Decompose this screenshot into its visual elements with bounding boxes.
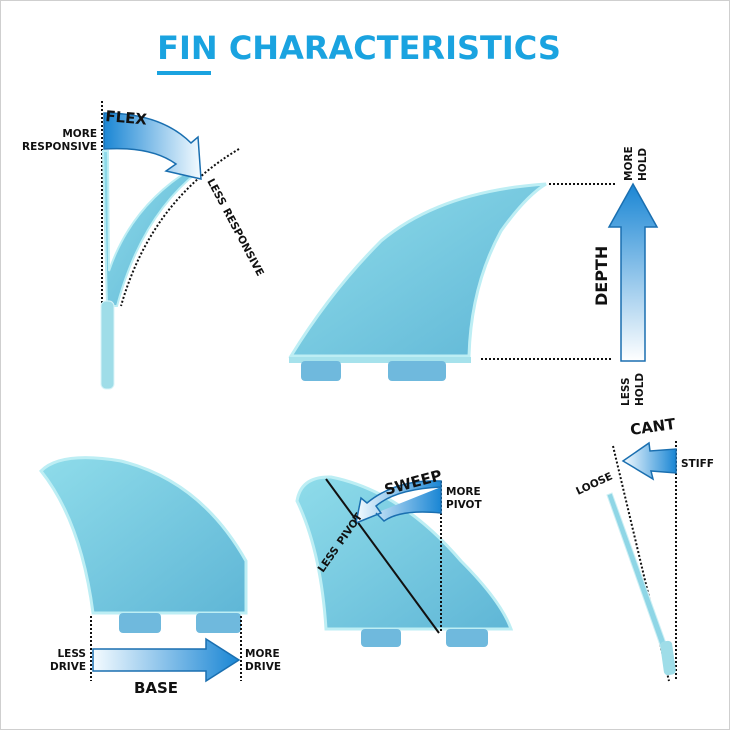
cant-heading: CANT [629, 415, 677, 439]
depth-more-label-1: MORE [623, 146, 635, 181]
sweep-section: SWEEP MORE PIVOT LESSPIVOT [295, 466, 514, 647]
cant-stiff-label: STIFF [681, 458, 714, 470]
flex-fin-base [100, 300, 115, 390]
depth-fin-tab-rear [388, 361, 446, 381]
base-section: LESS DRIVE MORE DRIVE BASE [38, 456, 281, 697]
sweep-fin-tab-front [361, 629, 401, 647]
sweep-more-label-2: PIVOT [446, 499, 482, 511]
base-fin [38, 456, 248, 615]
flex-more-label-1: MORE [62, 128, 97, 140]
flex-arrow [103, 112, 202, 180]
base-less-label-2: DRIVE [50, 661, 86, 673]
depth-arrow [607, 182, 659, 362]
depth-more-label-2: HOLD [637, 148, 649, 181]
depth-fin [288, 182, 547, 358]
base-more-label-2: DRIVE [245, 661, 281, 673]
sweep-angle-line [325, 478, 440, 634]
flex-heading: FLEX [105, 107, 148, 129]
sweep-arrow [354, 480, 442, 525]
cant-fin-base [660, 640, 676, 676]
page-title: FIN CHARACTERISTICS [157, 29, 561, 67]
base-fin-tab-rear [196, 613, 241, 633]
flex-more-label-2: RESPONSIVE [22, 141, 97, 153]
depth-less-label-1: LESS [620, 377, 632, 406]
cant-arrow [621, 441, 677, 481]
depth-fin-tab-front [301, 361, 341, 381]
base-more-label-1: MORE [245, 648, 280, 660]
cant-loose-label: LOOSE [574, 470, 614, 497]
base-fin-tab-front [119, 613, 161, 633]
title-underline [157, 71, 211, 75]
sweep-fin [295, 475, 514, 631]
cant-section: CANT STIFF LOOSE [574, 415, 714, 682]
base-arrow [92, 637, 241, 683]
flex-section: FLEX MORE RESPONSIVE LESSRESPONSIVE [22, 101, 266, 390]
sweep-more-label-1: MORE [446, 486, 481, 498]
depth-heading: DEPTH [592, 246, 611, 306]
depth-section: MORE HOLD DEPTH LESS HOLD [288, 146, 659, 406]
flex-less-label-2: RESPONSIVE [220, 206, 266, 278]
base-heading: BASE [134, 679, 178, 697]
canted-fin [606, 492, 668, 649]
flex-less-label-1: LESS [204, 177, 228, 208]
base-less-label-1: LESS [57, 648, 86, 660]
depth-less-label-2: HOLD [634, 373, 646, 406]
sweep-fin-tab-rear [446, 629, 488, 647]
flex-bent-guide [120, 148, 240, 307]
flex-less-label: LESSRESPONSIVE [204, 177, 266, 278]
